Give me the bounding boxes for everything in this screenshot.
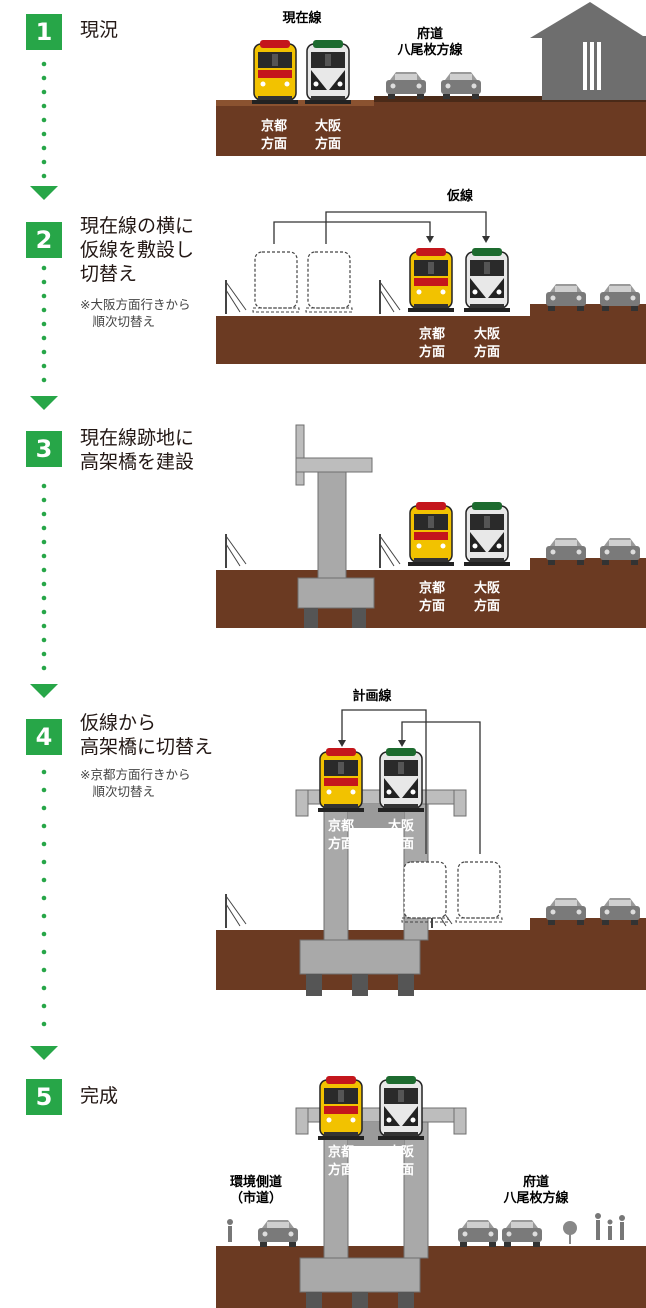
train-icon xyxy=(251,39,299,105)
svg-text:府道: 府道 xyxy=(523,1174,549,1190)
svg-text:方面: 方面 xyxy=(328,1162,354,1178)
label-road-1: 府道 xyxy=(417,26,443,42)
fence-icon xyxy=(225,279,247,315)
svg-text:大阪: 大阪 xyxy=(388,1144,415,1160)
label-temp-line: 仮線 xyxy=(446,188,474,204)
step-3-badge: 3 xyxy=(26,431,62,467)
car-icon xyxy=(386,72,426,99)
fence-icon xyxy=(225,533,247,569)
train-icon xyxy=(317,747,365,813)
svg-text:方面: 方面 xyxy=(474,344,500,360)
step-3-scene: 京都 方面 大阪 方面 xyxy=(216,424,646,628)
step-arrow-2 xyxy=(30,265,58,410)
train-icon xyxy=(317,1075,365,1141)
car-icon xyxy=(258,1220,298,1247)
arrow-down-icon xyxy=(30,396,58,410)
svg-text:方面: 方面 xyxy=(388,836,414,852)
svg-text:方面: 方面 xyxy=(261,136,287,152)
step-2-badge: 2 xyxy=(26,222,62,258)
step-arrow-3 xyxy=(30,483,58,698)
step-4-note: ※京都方面行きから 順次切替え xyxy=(80,767,191,799)
tree-icon xyxy=(563,1221,577,1244)
step-2-title: 現在線の横に 仮線を敷設し 切替え xyxy=(80,215,195,285)
step-5-badge: 5 xyxy=(26,1079,62,1115)
svg-text:大阪: 大阪 xyxy=(474,580,501,596)
svg-text:八尾枚方線: 八尾枚方線 xyxy=(502,1190,569,1206)
svg-text:方面: 方面 xyxy=(419,344,445,360)
svg-text:大阪: 大阪 xyxy=(388,818,415,834)
svg-text:京都: 京都 xyxy=(328,818,354,834)
svg-text:方面: 方面 xyxy=(419,598,445,614)
arrow-down-icon xyxy=(30,1046,58,1060)
fence-icon xyxy=(379,279,401,315)
step-4-scene: 計画線 京都 方面 大阪 方面 xyxy=(216,688,646,997)
fence-icon xyxy=(379,533,401,569)
step-1-scene: 現在線 府道 八尾枚方線 京都 方面 大阪 方面 xyxy=(216,2,646,156)
svg-text:環境側道: 環境側道 xyxy=(230,1174,282,1190)
step-arrow-1 xyxy=(30,61,58,200)
car-icon xyxy=(458,1220,498,1247)
svg-text:方面: 方面 xyxy=(388,1162,414,1178)
train-icon xyxy=(407,501,455,567)
arrow-down-icon xyxy=(30,684,58,698)
train-icon xyxy=(463,247,511,313)
label-road-2: 八尾枚方線 xyxy=(396,42,463,58)
step-arrow-4 xyxy=(30,769,58,1060)
car-icon xyxy=(441,72,481,99)
svg-text:京都: 京都 xyxy=(328,1144,354,1160)
train-icon xyxy=(377,747,425,813)
label-planned-line: 計画線 xyxy=(352,688,392,704)
step-2-note: ※大阪方面行きから 順次切替え xyxy=(80,297,191,329)
svg-text:方面: 方面 xyxy=(474,598,500,614)
step-5-title: 完成 xyxy=(80,1085,119,1107)
svg-text:方面: 方面 xyxy=(315,136,341,152)
train-icon xyxy=(377,1075,425,1141)
train-icon xyxy=(463,501,511,567)
step-5-scene: 環境側道 （市道） 府道 八尾枚方線 京都 方面 大阪 方面 xyxy=(216,1075,646,1308)
house-icon xyxy=(530,2,646,100)
step-3-title: 現在線跡地に 高架橋を建設 xyxy=(80,427,195,473)
svg-text:大阪: 大阪 xyxy=(315,118,342,134)
step-4-badge: 4 xyxy=(26,719,62,755)
step-2-scene: 仮線 京都 方面 大阪 方面 xyxy=(216,188,646,364)
svg-text:（市道）: （市道） xyxy=(230,1190,282,1206)
car-icon xyxy=(502,1220,542,1247)
train-icon xyxy=(407,247,455,313)
svg-text:大阪: 大阪 xyxy=(474,326,501,342)
pedestrian-icon xyxy=(227,1213,625,1242)
label-current-line: 現在線 xyxy=(282,10,322,26)
svg-text:京都: 京都 xyxy=(261,118,287,134)
svg-text:京都: 京都 xyxy=(419,326,445,342)
step-4-title: 仮線から 高架橋に切替え xyxy=(80,712,214,758)
arrow-down-icon xyxy=(30,186,58,200)
svg-text:京都: 京都 xyxy=(419,580,445,596)
svg-text:方面: 方面 xyxy=(328,836,354,852)
step-1-badge: 1 xyxy=(26,14,62,50)
fence-icon xyxy=(225,893,247,929)
step-1-title: 現況 xyxy=(80,19,119,41)
train-icon xyxy=(304,39,352,105)
